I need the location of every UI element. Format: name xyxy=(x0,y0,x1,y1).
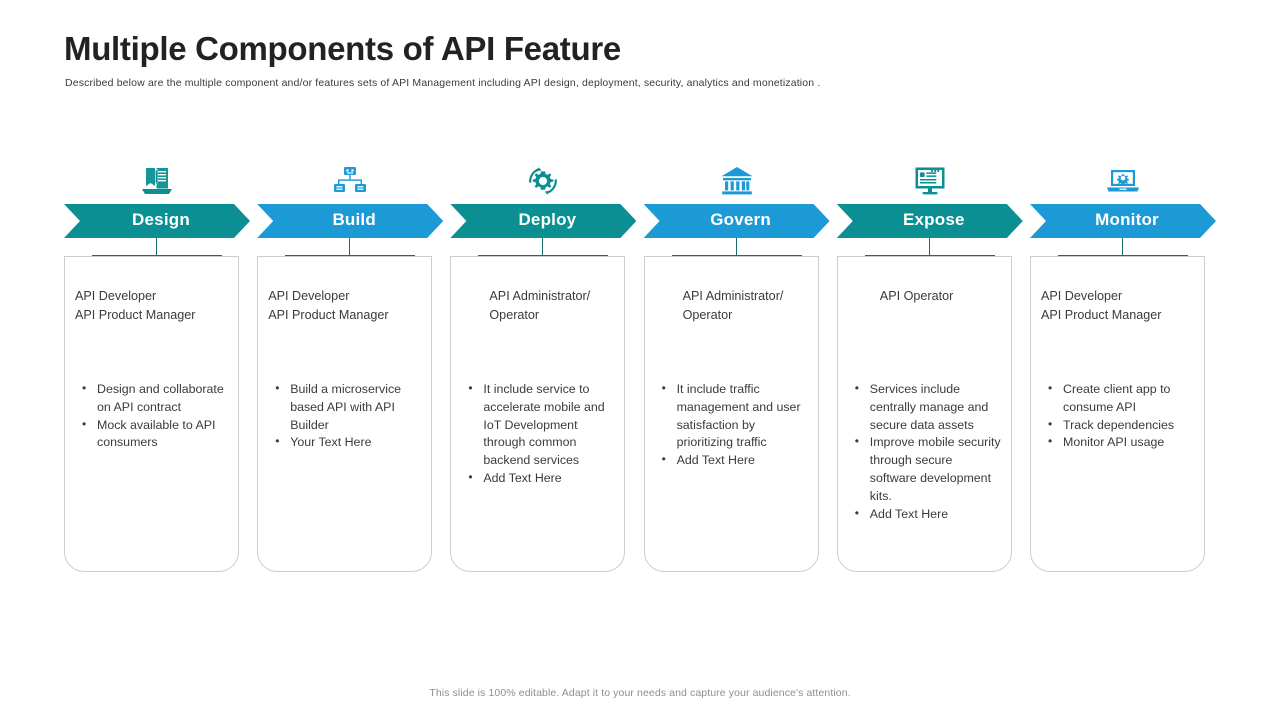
bank-building-icon xyxy=(644,160,830,202)
detail-card-build[interactable]: API Developer API Product ManagerBuild a… xyxy=(257,256,433,572)
card-bullet-item: Add Text Here xyxy=(848,505,1001,524)
card-role-text: API Developer API Product Manager xyxy=(1041,289,1162,322)
connector-stem xyxy=(156,238,157,256)
card-role-text: API Developer API Product Manager xyxy=(268,289,389,322)
chevron-label: Govern xyxy=(710,210,771,229)
chevron-deploy[interactable]: Deploy xyxy=(450,204,637,238)
blueprint-pencil-icon xyxy=(64,160,250,202)
connector-line xyxy=(64,238,250,258)
laptop-gear-icon xyxy=(1030,160,1216,202)
card-role-text: API Developer API Product Manager xyxy=(75,289,196,322)
card-role-text: API Operator xyxy=(879,289,954,303)
card-bullet-list: Create client app to consume APITrack de… xyxy=(1041,380,1194,452)
connector-rule xyxy=(671,255,802,256)
card-role-text: API Administrator/ Operator xyxy=(682,289,784,322)
chevron-label: Design xyxy=(132,210,190,229)
card-bullet-list: Build a microservice based API with API … xyxy=(268,380,421,452)
card-bullet-item: Create client app to consume API xyxy=(1041,380,1194,417)
chevron-design[interactable]: Design xyxy=(64,204,250,238)
page-title: Multiple Components of API Feature xyxy=(64,30,621,67)
chevron-label: Expose xyxy=(902,210,965,229)
connector-rule xyxy=(1058,255,1188,256)
card-bullet-item: Add Text Here xyxy=(461,469,614,488)
connector-line xyxy=(450,238,636,258)
chevron-label: Deploy xyxy=(518,210,577,229)
chevron-build[interactable]: Build xyxy=(257,204,444,238)
card-role-text: API Administrator/ Operator xyxy=(489,289,591,322)
hierarchy-network-icon xyxy=(257,160,443,202)
detail-card-deploy[interactable]: API Administrator/ Operator It include se… xyxy=(450,256,626,572)
card-bullet-list: It include traffic management and user s… xyxy=(655,380,808,470)
card-bullet-item: Improve mobile security through secure s… xyxy=(848,433,1001,505)
monitor-list-icon xyxy=(837,160,1023,202)
connector-line xyxy=(1030,238,1216,258)
detail-card-govern[interactable]: API Administrator/ Operator It include tr… xyxy=(643,256,819,572)
card-bullet-item: Design and collaborate on API contract xyxy=(75,380,228,417)
connector-stem xyxy=(928,238,930,256)
card-bullet-item: Build a microservice based API with API … xyxy=(268,380,421,434)
connector-stem xyxy=(349,238,351,256)
connector-stem xyxy=(1122,238,1123,256)
chevron-monitor[interactable]: Monitor xyxy=(1030,204,1216,238)
page-subtitle: Described below are the multiple compone… xyxy=(65,77,821,89)
detail-card-expose[interactable]: API OperatorServices include centrally m… xyxy=(836,256,1012,572)
footer-note: This slide is 100% editable. Adapt it to… xyxy=(429,687,851,699)
connector-line xyxy=(644,238,830,258)
card-bullet-item: Monitor API usage xyxy=(1041,433,1194,452)
card-bullet-item: Track dependencies xyxy=(1041,416,1194,435)
card-bullet-item: Add Text Here xyxy=(655,451,808,470)
connector-line xyxy=(837,238,1023,258)
chevron-expose[interactable]: Expose xyxy=(836,204,1023,238)
card-bullet-item: It include service to accelerate mobile … xyxy=(461,380,614,470)
card-bullet-list: It include service to accelerate mobile … xyxy=(461,380,614,488)
connector-rule xyxy=(285,255,416,256)
connector-rule xyxy=(864,255,995,256)
chevron-label: Build xyxy=(332,210,376,229)
card-bullet-list: Design and collaborate on API contractMo… xyxy=(75,380,228,453)
chevron-label: Monitor xyxy=(1095,210,1159,229)
card-bullet-item: Mock available to API consumers xyxy=(75,416,228,453)
card-bullet-item: Services include centrally manage and se… xyxy=(848,380,1001,434)
detail-card-design[interactable]: API Developer API Product ManagerDesign … xyxy=(64,256,239,572)
card-bullet-item: It include traffic management and user s… xyxy=(655,380,808,452)
detail-card-monitor[interactable]: API Developer API Product ManagerCreate … xyxy=(1030,256,1205,572)
connector-rule xyxy=(478,255,609,256)
connector-stem xyxy=(735,238,737,256)
gear-refresh-icon xyxy=(450,160,636,202)
connector-rule xyxy=(92,255,222,256)
chevron-govern[interactable]: Govern xyxy=(643,204,830,238)
connector-line xyxy=(257,238,443,258)
connector-stem xyxy=(542,238,544,256)
card-bullet-list: Services include centrally manage and se… xyxy=(848,380,1001,524)
card-bullet-item: Your Text Here xyxy=(268,433,421,452)
